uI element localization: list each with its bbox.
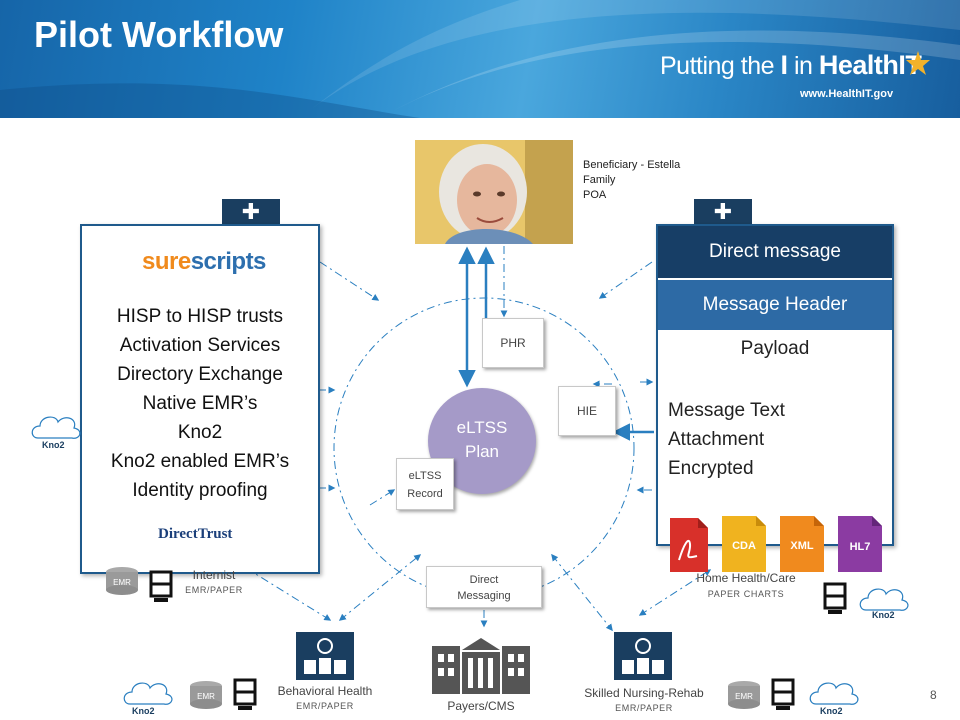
direct-messaging-line1: Direct — [469, 574, 499, 586]
phr-box: PHR — [482, 318, 544, 368]
directtrust-logo: DirectTrust — [158, 526, 233, 542]
beneficiary-line: POA — [583, 189, 607, 201]
home-health-sub: PAPER CHARTS — [707, 589, 785, 599]
list-item: Activation Services — [119, 335, 281, 356]
paper-chart-icon — [771, 678, 795, 710]
list-item: Encrypted — [668, 458, 754, 479]
list-item: HISP to HISP trusts — [116, 306, 284, 327]
facility-building-icon — [614, 632, 672, 680]
record-line2: Record — [407, 488, 443, 500]
direct-messaging-box: Direct Messaging — [426, 566, 542, 608]
record-line1: eLTSS — [408, 470, 442, 482]
emr-label: EMR — [113, 578, 131, 587]
connector-record — [369, 489, 396, 506]
beneficiary-line: Family — [583, 174, 616, 186]
paper-chart-icon — [149, 570, 173, 602]
beneficiary-line: Beneficiary - Estella — [583, 159, 681, 171]
hl7-file-icon: HL7 — [838, 516, 882, 572]
connector-left-top — [319, 261, 380, 301]
direct-messaging-line2: Messaging — [457, 590, 511, 602]
paper-chart-icon — [233, 678, 257, 710]
behavioral-health-sub: EMR/PAPER — [296, 701, 354, 711]
payers-label: Payers/CMS — [447, 699, 515, 713]
connector-snf — [551, 553, 613, 632]
kno2-cloud-icon: Kno2 — [859, 588, 909, 620]
eltss-plan-line1: eLTSS — [456, 418, 508, 437]
eltss-record-box: eLTSS Record — [396, 458, 454, 510]
skilled-nursing-sub: EMR/PAPER — [615, 703, 673, 713]
beneficiary-photo — [415, 140, 573, 244]
list-item: Identity proofing — [132, 480, 268, 501]
payload-contents: Message Text Attachment Encrypted — [668, 396, 785, 483]
kno2-cloud-icon: Kno2 — [31, 416, 81, 450]
message-header-bar: Message Header — [658, 280, 892, 330]
xml-file-icon: XML — [780, 516, 824, 572]
surescripts-logo: surescripts — [142, 248, 266, 276]
hl7-label: HL7 — [850, 541, 871, 553]
beneficiary-portrait-graphic — [415, 140, 573, 244]
kno2-cloud-icon: Kno2 — [809, 682, 859, 716]
direct-message-header: Direct message — [658, 226, 892, 278]
list-item: Message Text — [668, 400, 785, 421]
brand-url: www.HealthIT.gov — [800, 88, 894, 100]
brand-text-in: in — [787, 52, 819, 80]
connector-home-health — [638, 569, 712, 616]
kno2-cloud-icon: Kno2 — [123, 682, 173, 716]
xml-label: XML — [790, 540, 814, 552]
connector-behavioral — [338, 554, 422, 621]
page-title: Pilot Workflow — [34, 14, 284, 55]
eltss-plan-line2: Plan — [464, 442, 500, 461]
pdf-file-icon — [670, 518, 708, 572]
list-item: Directory Exchange — [117, 364, 283, 385]
brand-text-health: HealthIT — [818, 50, 922, 80]
hie-box: HIE — [558, 386, 616, 436]
home-health-label: Home Health/Care — [696, 571, 796, 585]
list-item: Attachment — [668, 429, 765, 450]
skilled-nursing-label: Skilled Nursing-Rehab — [584, 686, 704, 700]
emr-database-icon: EMR — [190, 681, 222, 709]
list-item: Kno2 enabled EMR’s — [110, 451, 290, 472]
kno2-label: Kno2 — [820, 706, 843, 716]
cda-label: CDA — [732, 540, 756, 552]
surescripts-logo-a: sure — [142, 248, 191, 275]
payload-label: Payload — [740, 338, 810, 359]
emr-database-icon: EMR — [728, 681, 760, 709]
emr-database-icon: EMR — [106, 567, 138, 595]
behavioral-health-label: Behavioral Health — [277, 684, 373, 698]
kno2-label: Kno2 — [872, 610, 895, 620]
page-number: 8 — [930, 688, 937, 702]
list-item: Native EMR’s — [142, 393, 258, 414]
connector-right-top — [598, 261, 653, 299]
brand-text-i: I — [780, 50, 788, 80]
file-type-icons: CDA XML HL7 — [670, 516, 882, 572]
header-banner — [0, 0, 960, 118]
brand-text-pre: Putting the — [660, 52, 781, 80]
connector-internist — [244, 567, 332, 621]
right-hospital-cross-icon: ✚ — [694, 199, 752, 225]
list-item: Kno2 — [177, 422, 223, 443]
internist-sub: EMR/PAPER — [185, 585, 243, 595]
kno2-label: Kno2 — [42, 440, 65, 450]
surescripts-logo-b: scripts — [190, 248, 267, 275]
star-icon — [906, 51, 930, 75]
payers-building-icon — [432, 638, 530, 694]
left-hospital-cross-icon: ✚ — [222, 199, 280, 225]
emr-label: EMR — [197, 692, 215, 701]
cda-file-icon: CDA — [722, 516, 766, 572]
healthit-brand: Putting the I in HealthIT — [660, 50, 922, 81]
kno2-label: Kno2 — [132, 706, 155, 716]
banner-swirl-graphic — [0, 0, 960, 118]
facility-building-icon — [296, 632, 354, 680]
hisp-services-panel: surescripts HISP to HISP trusts Activati… — [80, 224, 320, 574]
internist-label: Internist — [192, 568, 236, 582]
emr-label: EMR — [735, 692, 753, 701]
hisp-services-list: HISP to HISP trusts Activation Services … — [82, 302, 318, 505]
direct-message-panel: Direct message Message Header Payload Me… — [656, 224, 894, 546]
paper-chart-icon — [823, 582, 847, 614]
beneficiary-label: Beneficiary - Estella Family POA — [583, 158, 680, 203]
